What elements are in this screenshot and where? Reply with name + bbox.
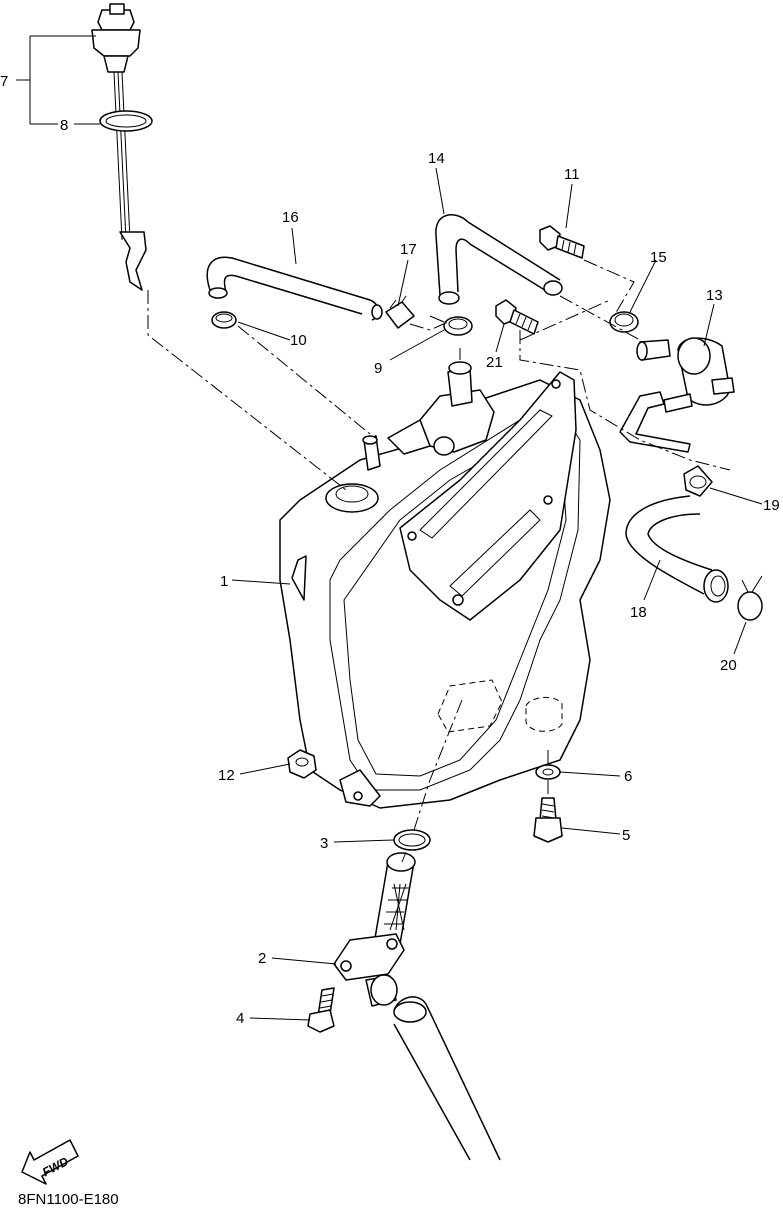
clamp-part-10[interactable] <box>211 311 237 329</box>
clamp-part-19[interactable] <box>683 465 713 497</box>
bolt-part-11[interactable] <box>539 225 585 259</box>
leader-lines <box>16 35 763 1021</box>
o-ring-part-3[interactable] <box>393 829 431 851</box>
callout-3: 3 <box>320 835 328 852</box>
callout-15: 15 <box>650 249 667 266</box>
callout-18: 18 <box>630 604 647 621</box>
bolt-part-4[interactable] <box>307 987 335 1033</box>
clamp-part-17[interactable] <box>385 295 415 329</box>
callout-labels: 7 8 16 17 14 11 15 13 10 9 21 19 18 20 1… <box>0 73 780 1027</box>
callout-14: 14 <box>428 150 445 167</box>
callout-21: 21 <box>486 354 503 371</box>
drain-bolt-part-5[interactable] <box>533 797 563 843</box>
callout-2: 2 <box>258 950 266 967</box>
bolt-part-21[interactable] <box>495 299 539 335</box>
callout-20: 20 <box>720 657 737 674</box>
callout-11: 11 <box>564 166 580 183</box>
o-ring-part-8[interactable] <box>99 110 153 132</box>
washer-part-6[interactable] <box>535 764 561 780</box>
callout-10: 10 <box>290 332 307 349</box>
callout-6: 6 <box>624 768 632 785</box>
callout-8: 8 <box>60 117 68 134</box>
figure-code: 8FN1100-E180 <box>18 1191 119 1208</box>
assembly-lines <box>147 259 731 863</box>
valve-part-13[interactable] <box>619 337 735 453</box>
callout-4: 4 <box>236 1010 244 1027</box>
cap-part-20[interactable] <box>737 575 763 621</box>
callout-9: 9 <box>374 360 382 377</box>
hose-part-16[interactable] <box>206 256 383 321</box>
callout-5: 5 <box>622 827 630 844</box>
strainer-part-2[interactable] <box>333 852 416 1007</box>
callout-17: 17 <box>400 241 417 258</box>
callout-12: 12 <box>218 767 235 784</box>
callout-13: 13 <box>706 287 723 304</box>
clamp-part-9[interactable] <box>429 315 473 336</box>
callout-7: 7 <box>0 73 8 90</box>
callout-16: 16 <box>282 209 299 226</box>
hose-part-14[interactable] <box>435 214 563 305</box>
fwd-arrow-icon: FWD <box>21 1139 79 1185</box>
clamp-part-15[interactable] <box>609 311 639 333</box>
callout-19: 19 <box>763 497 780 514</box>
oil-tank-part-1[interactable] <box>279 361 611 809</box>
outlet-hose <box>393 996 501 1161</box>
callout-1: 1 <box>220 573 228 590</box>
nut-part-12[interactable] <box>287 749 317 779</box>
hose-part-18[interactable] <box>625 495 729 603</box>
level-sensor-part-7[interactable] <box>91 3 147 291</box>
